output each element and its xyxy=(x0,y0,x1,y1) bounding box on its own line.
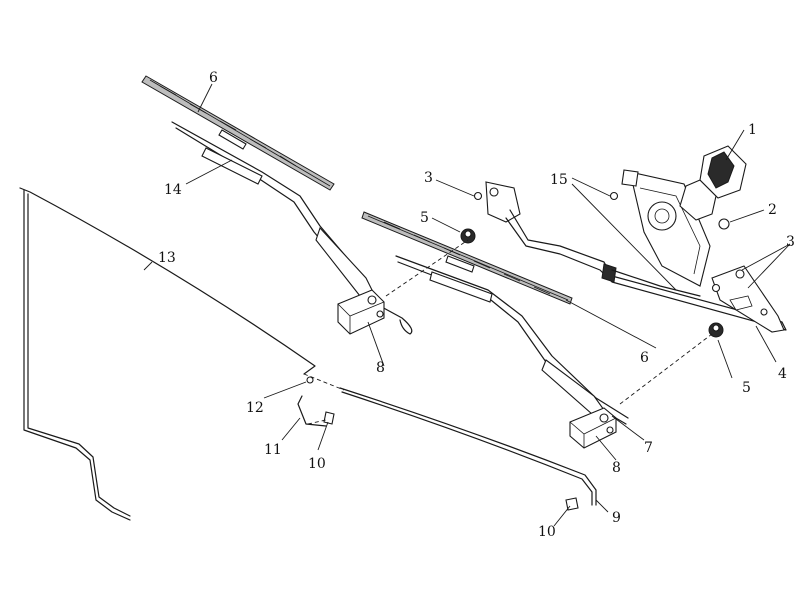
wiper-motor xyxy=(621,145,747,287)
bolt-15 xyxy=(609,191,619,201)
nozzle-10-left xyxy=(323,411,335,425)
callout-8-right: 8 xyxy=(612,460,621,476)
washer-hose xyxy=(19,187,597,521)
left-pivot-cap xyxy=(337,289,385,335)
nozzle-11 xyxy=(297,395,327,427)
callout-1: 1 xyxy=(748,122,757,138)
callout-11: 11 xyxy=(264,442,282,458)
callout-5-left: 5 xyxy=(420,210,429,226)
callout-10-bottom: 10 xyxy=(538,524,556,540)
callout-3-upper: 3 xyxy=(424,170,433,186)
wiper-linkage xyxy=(485,181,787,333)
left-wiper-arm xyxy=(171,121,413,335)
callout-7: 7 xyxy=(644,440,653,456)
callout-13: 13 xyxy=(158,250,176,266)
right-wiper-arm xyxy=(395,255,629,425)
callout-15: 15 xyxy=(550,172,568,188)
callout-6-right: 6 xyxy=(640,350,649,366)
right-wiper-blade xyxy=(361,211,573,305)
callout-4: 4 xyxy=(778,366,787,382)
callouts: 1 2 3 3 4 5 5 6 6 7 8 8 9 10 10 11 12 13… xyxy=(158,70,795,540)
callout-8-left: 8 xyxy=(376,360,385,376)
leader-lines xyxy=(143,83,791,527)
callout-9: 9 xyxy=(612,510,621,526)
callout-5-right: 5 xyxy=(742,380,751,396)
bolt-3-upper xyxy=(473,191,483,201)
right-pivot-cap xyxy=(569,407,617,449)
left-wiper-blade xyxy=(141,75,335,191)
clip-12 xyxy=(306,376,314,384)
bolt-3-right xyxy=(711,283,721,293)
assembly-dashes xyxy=(303,239,713,425)
callout-12: 12 xyxy=(246,400,264,416)
callout-14: 14 xyxy=(164,182,182,198)
fasteners xyxy=(297,191,724,511)
callout-6-top: 6 xyxy=(209,70,218,86)
callout-10-left: 10 xyxy=(308,456,326,472)
callout-2: 2 xyxy=(768,202,777,218)
callout-3-right: 3 xyxy=(786,234,795,250)
